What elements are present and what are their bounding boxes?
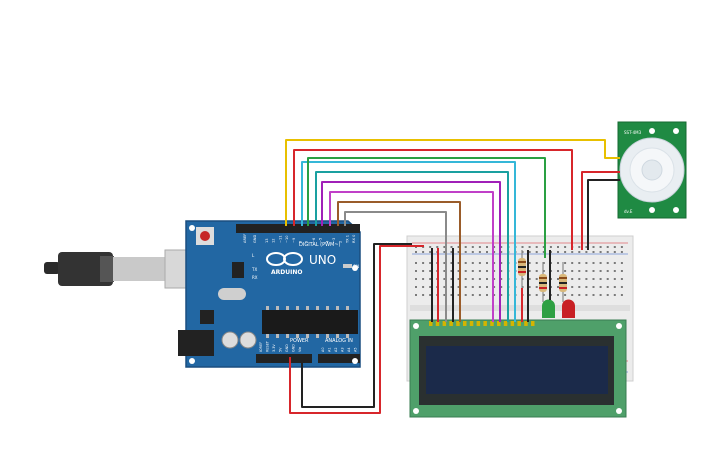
- pir-motion-sensor[interactable]: SST-4M3 dv.E: [617, 121, 687, 219]
- wire-grey: [344, 211, 447, 322]
- aref-label: AREF: [243, 234, 247, 243]
- digital-pin-label: ~11: [278, 235, 282, 243]
- digital-pin-label: 12: [272, 238, 276, 243]
- analog-header: [318, 354, 360, 363]
- wire-teal: [315, 171, 509, 322]
- wire-purple-2: [329, 191, 494, 322]
- digital-pin-label: 7: [305, 241, 309, 243]
- analog-pin-label: A5: [354, 348, 358, 352]
- lcd-screen: [426, 346, 608, 394]
- wire-black-gnd: [301, 243, 412, 408]
- power-pin-label: 5V: [279, 347, 283, 352]
- analog-label: ANALOG IN: [325, 338, 353, 344]
- wire-brown: [337, 201, 461, 322]
- gnd-label: GND: [253, 235, 257, 243]
- red-led[interactable]: [562, 299, 575, 319]
- power-pin-label: IOREF: [259, 342, 263, 352]
- power-pin-label: GND: [285, 344, 289, 352]
- atmega-chip: [262, 310, 358, 334]
- power-pin-label: RESET: [266, 340, 270, 352]
- power-header: [256, 354, 312, 363]
- arduino-logo: [266, 252, 303, 266]
- model-label: UNO: [309, 253, 336, 267]
- lcd-16x2-display[interactable]: [409, 319, 627, 418]
- digital-pin-label: ~3: [332, 238, 336, 243]
- digital-header: [236, 224, 360, 233]
- resistor-1[interactable]: [518, 250, 526, 288]
- wires: [285, 139, 620, 414]
- analog-pin-label: A3: [341, 348, 345, 352]
- pir-label-bottom: dv.E: [624, 209, 633, 214]
- digital-pin-label: 4: [325, 240, 329, 243]
- digital-label: DIGITAL (PWM~): [299, 242, 341, 248]
- resistor-2[interactable]: [539, 262, 547, 302]
- led-l-label: L: [252, 253, 255, 258]
- power-pin-label: 3.3V: [272, 344, 276, 352]
- wire-black-pir-gnd: [587, 179, 620, 250]
- lcd-pins: [429, 321, 535, 326]
- analog-pin-label: A0: [321, 348, 325, 352]
- wire-green: [307, 157, 546, 258]
- arduino-uno-board[interactable]: ARDUINO UNO DIGITAL (PWM~) POWER ANALOG …: [178, 220, 361, 368]
- dc-power-jack: [178, 330, 214, 356]
- analog-pin-label: A2: [334, 348, 338, 352]
- power-label: POWER: [290, 338, 309, 344]
- crystal-oscillator: [218, 288, 246, 300]
- brand-label: ARDUINO: [271, 269, 302, 276]
- digital-pin-label: 8: [299, 240, 303, 243]
- resistor-3[interactable]: [559, 262, 567, 302]
- wire-red-5v: [289, 245, 424, 414]
- digital-pin-label: ~6: [312, 237, 316, 243]
- power-pin-label: Vin: [298, 347, 302, 352]
- wire-red-pir: [293, 149, 573, 250]
- pir-label-top: SST-4M3: [624, 130, 642, 135]
- green-led[interactable]: [542, 299, 555, 319]
- digital-pin-label: RX 0: [352, 234, 356, 243]
- tx-label: TX: [251, 267, 257, 272]
- digital-pin-label: ~10: [285, 235, 289, 243]
- digital-pin-label: ~5: [319, 238, 323, 243]
- power-pin-label: GND: [292, 344, 296, 352]
- digital-pin-label: TX 1: [345, 235, 349, 244]
- wire-purple-1: [321, 181, 501, 322]
- wire-yellow: [285, 139, 620, 226]
- analog-pin-label: A4: [347, 348, 351, 352]
- digital-pin-label: 2: [339, 241, 343, 243]
- rx-label: RX: [252, 275, 258, 280]
- digital-pin-label: ~9: [292, 237, 296, 243]
- digital-pin-label: 13: [265, 238, 269, 243]
- wire-red-pir-vcc: [581, 171, 620, 250]
- analog-pin-label: A1: [328, 348, 332, 352]
- wire-cyan: [301, 161, 516, 322]
